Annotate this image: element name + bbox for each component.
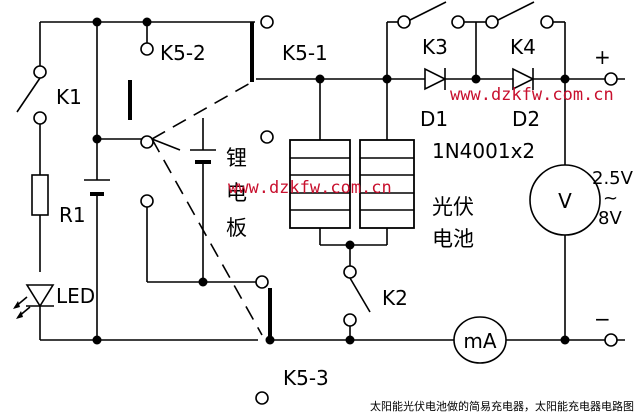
voltage-range-tilde: ~ xyxy=(603,188,618,209)
ammeter-label: mA xyxy=(463,329,496,353)
led-label: LED xyxy=(56,284,95,308)
left-cell-symbol xyxy=(84,179,110,196)
diode-type-label: 1N4001x2 xyxy=(432,139,535,163)
d1-label: D1 xyxy=(420,107,448,131)
solar-panel-left xyxy=(289,139,351,229)
voltmeter-label: V xyxy=(558,189,572,213)
watermark-top: www.dzkfw.com.cn xyxy=(450,85,614,105)
k3-label: K3 xyxy=(422,35,448,59)
k4-switch xyxy=(485,1,565,29)
k5-1-label: K5-1 xyxy=(282,41,328,65)
k2-switch xyxy=(343,265,371,327)
d2-diode xyxy=(512,67,535,91)
solar-label-line2: 电池 xyxy=(432,227,474,251)
caption: 太阳能光伏电池做的简易充电器，太阳能充电器电路图 xyxy=(370,399,634,413)
minus-label: − xyxy=(594,307,611,331)
battery-label-line1: 锂 xyxy=(226,146,247,170)
r1-label: R1 xyxy=(59,203,86,227)
k4-label: K4 xyxy=(510,35,536,59)
k5-2-label: K5-2 xyxy=(160,41,206,65)
d2-label: D2 xyxy=(512,107,540,131)
solar-label-line1: 光伏 xyxy=(432,195,474,219)
k5-3-label: K5-3 xyxy=(283,366,329,390)
battery-label-line3: 板 xyxy=(226,216,247,240)
plus-label: + xyxy=(594,45,611,69)
voltmeter: V xyxy=(529,164,601,236)
li-battery-symbol xyxy=(190,118,216,282)
k1-label: K1 xyxy=(56,85,82,109)
led-symbol xyxy=(13,284,55,319)
voltage-range-top: 2.5V xyxy=(592,168,634,189)
d1-diode xyxy=(424,67,447,91)
battery-label-line2: 电 xyxy=(226,181,247,205)
voltage-range-bottom: 8V xyxy=(598,208,622,229)
solar-panel-right xyxy=(359,139,415,229)
output-minus-terminal xyxy=(604,333,618,347)
output-plus-terminal xyxy=(604,72,618,86)
watermark-middle: www.dzkfw.com.cn xyxy=(228,178,392,198)
junction-dots xyxy=(92,17,570,345)
k3-switch xyxy=(397,1,476,29)
k2-label: K2 xyxy=(382,286,408,310)
k5-2-switch xyxy=(128,22,258,283)
switch-linkage-dashed xyxy=(151,81,263,336)
r1-resistor xyxy=(31,174,49,216)
k5-3-switch xyxy=(255,275,455,405)
ammeter: mA xyxy=(453,316,507,364)
k1-switch xyxy=(16,65,47,125)
